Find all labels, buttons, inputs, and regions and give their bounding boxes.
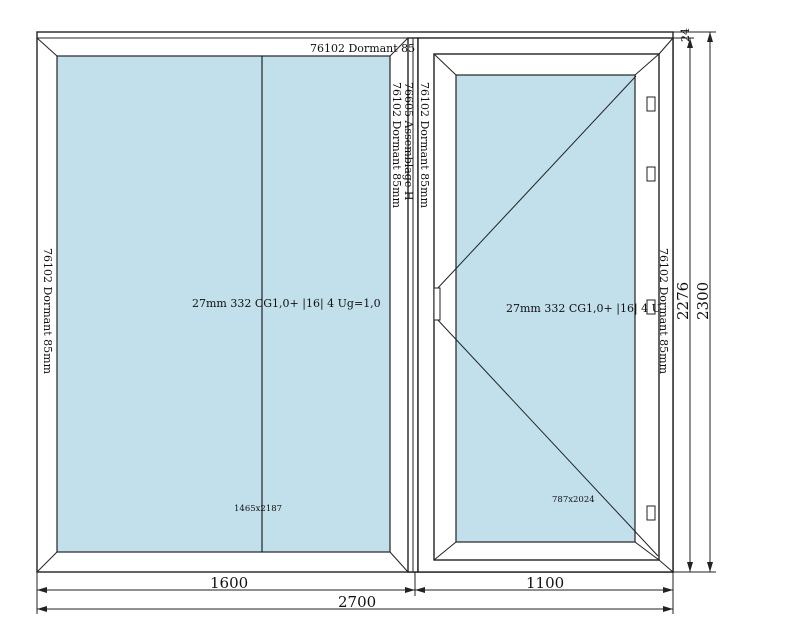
- left-bevel-tr: [389, 37, 409, 57]
- handle: [433, 287, 441, 321]
- right-glass-pane: [455, 74, 636, 543]
- arrow-icon: [707, 562, 713, 572]
- hinge-icon: [646, 166, 656, 182]
- left-bevel-bl: [36, 551, 58, 573]
- right-outer-bevel-br: [658, 559, 674, 573]
- dim-width-total: 2700: [338, 593, 376, 611]
- dim-height-inner: 2276: [674, 282, 692, 320]
- right-bevel-tl: [433, 53, 457, 76]
- arrow-icon: [707, 32, 713, 42]
- right-profile-label: 76102 Dormant 85mm: [657, 248, 670, 375]
- arrow-icon: [687, 562, 693, 572]
- opening-line-top: [435, 75, 637, 291]
- arrow-icon: [663, 606, 673, 612]
- left-bevel-tl: [36, 37, 58, 57]
- arrow-icon: [687, 38, 693, 48]
- arrow-icon: [663, 587, 673, 593]
- arrow-icon: [37, 606, 47, 612]
- opening-line-bottom: [435, 317, 659, 557]
- left-profile-label: 76102 Dormant 85mm: [41, 248, 54, 375]
- left-glass-pane: [56, 55, 391, 553]
- left-glass-label: 27mm 332 CG1,0+ |16| 4 Ug=1,0: [192, 297, 381, 311]
- dim-top-offset: 24: [679, 28, 692, 42]
- dim-width-right: 1100: [526, 574, 564, 592]
- dim-height-total: 2300: [694, 282, 712, 320]
- mid-profile-label-a: 76102 Dormant 85mm: [390, 82, 403, 209]
- mid-assembly-label: 76605 Assemblage H: [402, 82, 415, 200]
- mid-profile-label-b: 76102 Dormant 85mm: [418, 82, 431, 209]
- right-outer-bevel-tr: [658, 37, 674, 55]
- hinge-icon: [646, 299, 656, 315]
- dim-width-left: 1600: [210, 574, 248, 592]
- right-bevel-br: [634, 541, 660, 561]
- right-bevel-tr: [634, 53, 660, 76]
- arrow-icon: [415, 587, 425, 593]
- hinge-icon: [646, 505, 656, 521]
- right-size-label: 787x2024: [552, 495, 595, 505]
- left-size-label: 1465x2187: [234, 504, 282, 514]
- hinge-icon: [646, 96, 656, 112]
- right-glass-label: 27mm 332 CG1,0+ |16| 4 U: [506, 302, 661, 316]
- arrow-icon: [37, 587, 47, 593]
- left-bevel-br: [389, 551, 409, 573]
- top-profile-label: 76102 Dormant 85: [310, 42, 415, 55]
- arrow-icon: [405, 587, 415, 593]
- right-bevel-bl: [433, 541, 457, 561]
